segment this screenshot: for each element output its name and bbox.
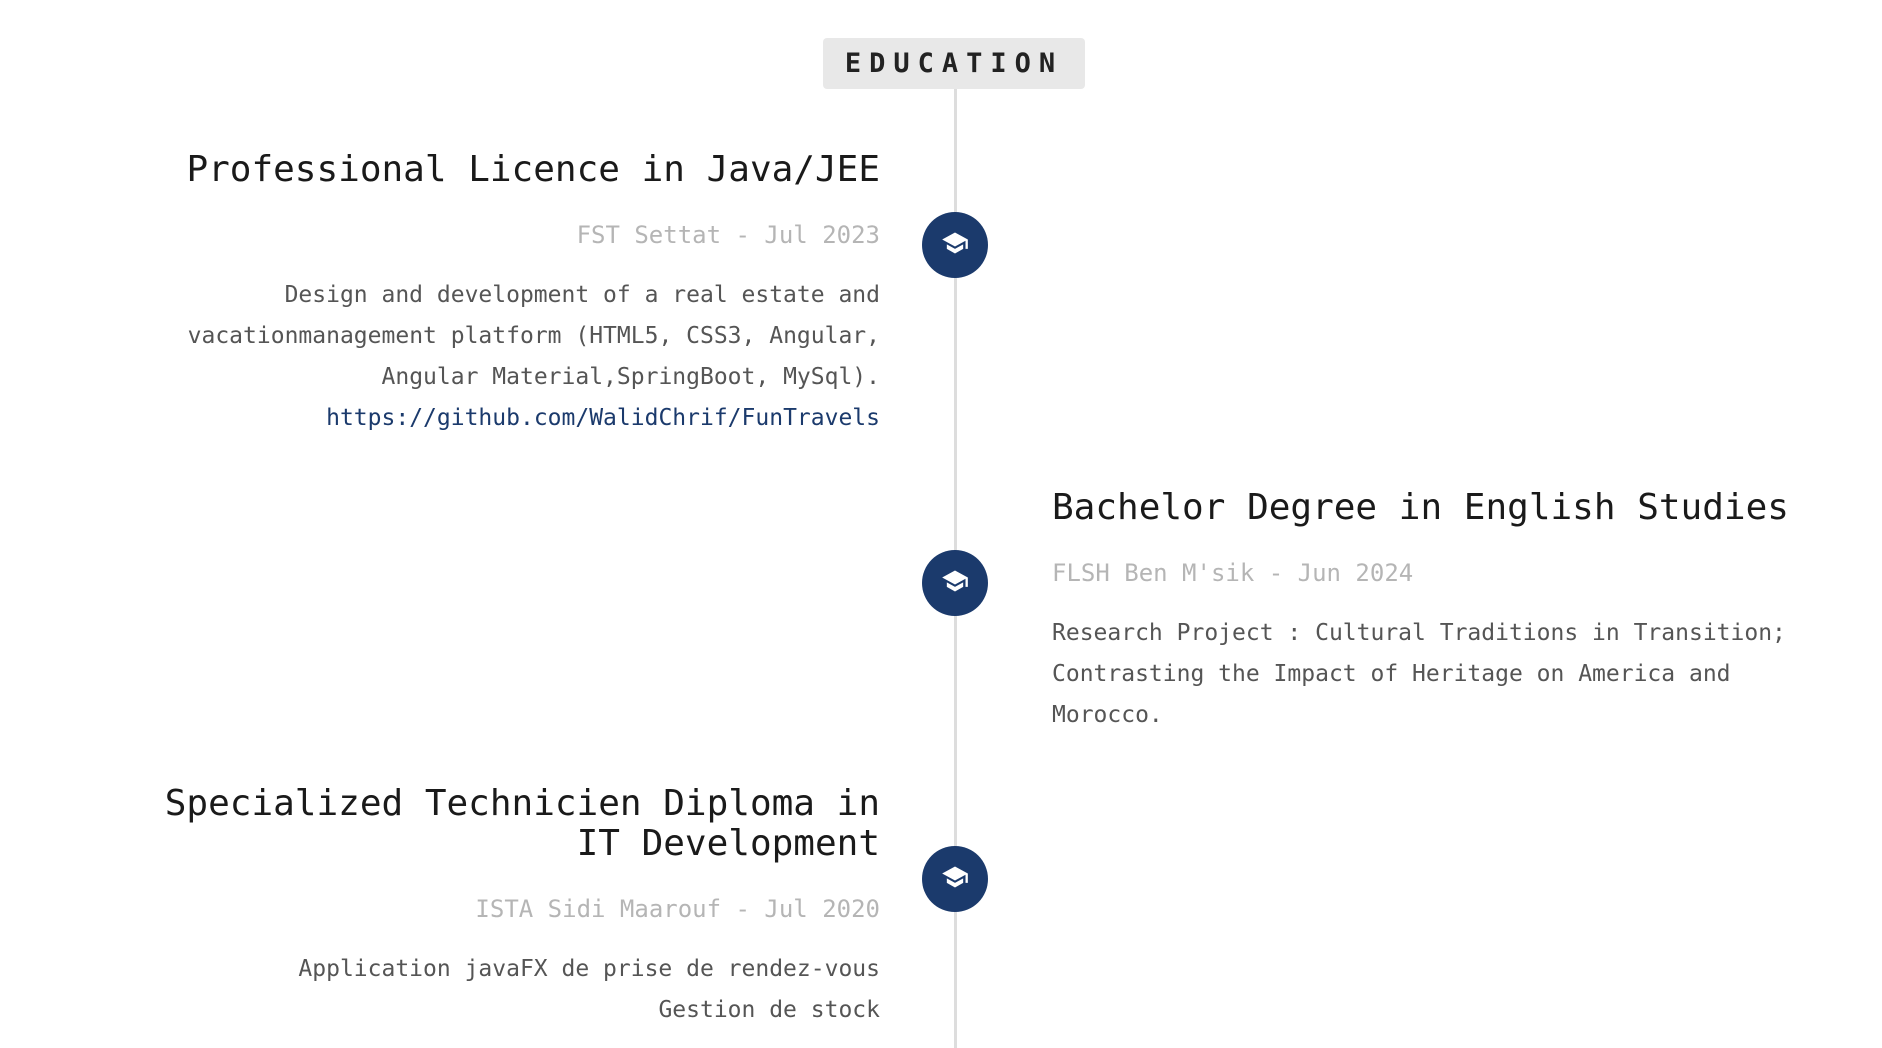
graduation-cap-icon: [941, 567, 969, 599]
education-entry-1: Professional Licence in Java/JEE FST Set…: [120, 150, 880, 439]
section-title-badge: EDUCATION: [823, 38, 1085, 89]
graduation-cap-icon: [941, 229, 969, 261]
entry-school-date: ISTA Sidi Maarouf - Jul 2020: [475, 895, 880, 923]
graduation-cap-icon: [941, 863, 969, 895]
education-entry-2: Bachelor Degree in English Studies FLSH …: [1052, 488, 1842, 736]
project-github-link[interactable]: https://github.com/WalidChrif/FunTravels: [326, 405, 880, 431]
entry-description-line: Gestion de stock: [658, 997, 880, 1023]
entry-title: Professional Licence in Java/JEE: [186, 149, 880, 190]
entry-school-date: FLSH Ben M'sik - Jun 2024: [1052, 559, 1414, 587]
education-entry-3: Specialized Technicien Diploma in IT Dev…: [120, 784, 880, 1031]
entry-school-date: FST Settat - Jul 2023: [576, 221, 880, 249]
entry-description-line: Application javaFX de prise de rendez-vo…: [298, 956, 880, 982]
entry-title: Specialized Technicien Diploma in IT Dev…: [164, 783, 880, 864]
entry-title: Bachelor Degree in English Studies: [1052, 487, 1789, 528]
timeline-node-1: [922, 212, 988, 278]
timeline-node-2: [922, 550, 988, 616]
entry-description: Research Project : Cultural Traditions i…: [1052, 620, 1786, 728]
entry-description: Design and development of a real estate …: [187, 282, 880, 390]
timeline-node-3: [922, 846, 988, 912]
